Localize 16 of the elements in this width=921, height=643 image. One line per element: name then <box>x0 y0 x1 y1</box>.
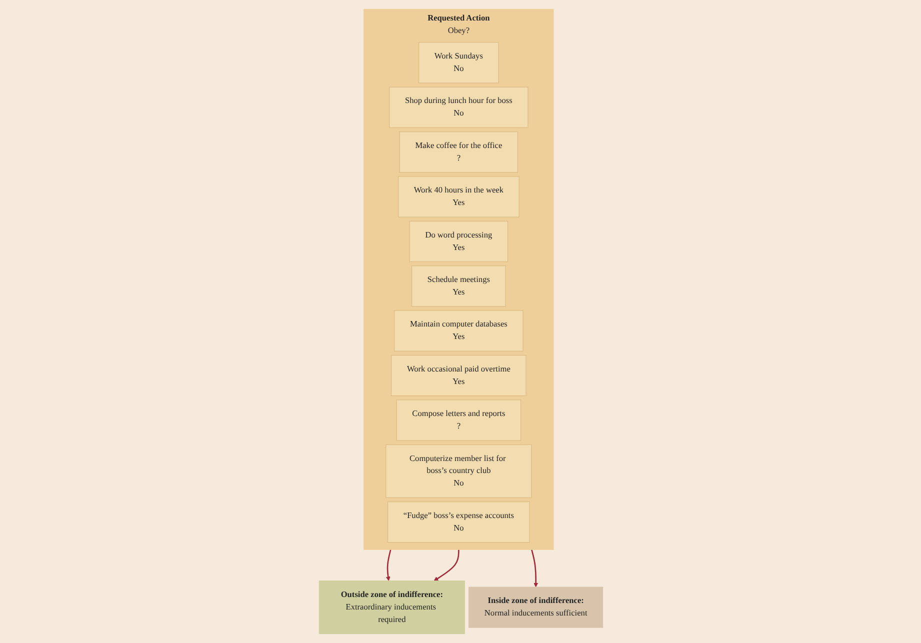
node-box: Computerize member list for boss’s country club No <box>385 444 532 498</box>
node-box: Work Sundays No <box>418 42 498 84</box>
node-box: Inside zone of indifference: Normal inducements sufficient <box>468 586 603 628</box>
node-box: Work 40 hours in the week Yes <box>398 176 519 218</box>
node-box: Work occasional paid overtime Yes <box>390 355 526 396</box>
arrow <box>385 549 391 582</box>
node-box: “Fudge” boss’s expense accounts No <box>387 502 530 543</box>
arrow <box>433 550 459 582</box>
node-box: Do word processing Yes <box>408 220 508 262</box>
node-box: Maintain computer databases Yes <box>394 310 523 352</box>
node-box: Compose letters and reports ? <box>396 400 521 441</box>
node-box: Shop during lunch hour for boss No <box>388 86 528 128</box>
node-box: Outside zone of indifference: Extraordinary inducements required <box>318 580 464 634</box>
arrow <box>530 549 538 588</box>
node-box: Schedule meetings Yes <box>411 266 506 307</box>
node-box: Make coffee for the office ? <box>398 132 518 173</box>
